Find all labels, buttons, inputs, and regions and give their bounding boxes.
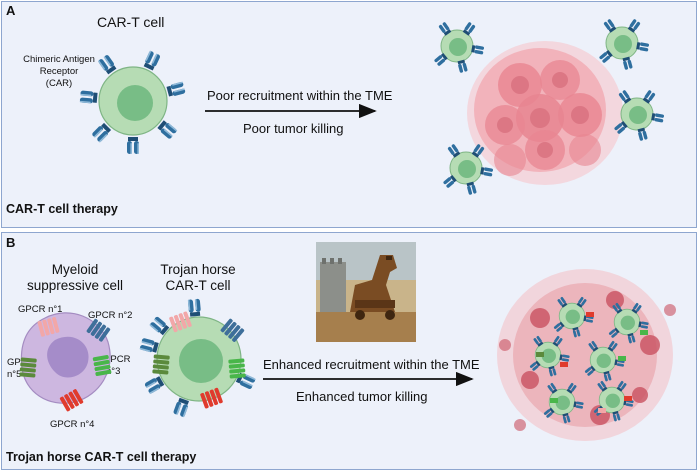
panel-b-title: Trojan horse CAR-T cell therapy [6,450,197,464]
panel-a-arrow-text-1: Poor recruitment within the TME [207,88,393,103]
gpcr-1-label: GPCR n°1 [18,304,63,315]
panel-b-label: B [6,235,16,250]
myeloid-cell [19,312,112,412]
tumor-mass [467,41,623,185]
car-t-cell-small [599,19,650,71]
gpcr-accents [536,312,648,413]
trojan-horse-image [316,242,416,342]
car-label-line-1: Chimeric Antigen [23,54,95,65]
gpcr-2-label: GPCR n°2 [88,310,133,321]
gpcr-5-label-line-2: n°5 [7,369,22,380]
car-label-line-3: (CAR) [45,78,73,89]
panel-a-title: CAR-T cell therapy [6,202,118,216]
myeloid-label-line-1: Myeloid [51,262,99,277]
car-label-line-2: Receptor [39,66,79,77]
gpcr-5-label-line-1: GPCR [7,357,35,368]
panel-a-arrow-text-2: Poor tumor killing [243,121,344,136]
myeloid-label-line-2: suppressive cell [26,278,124,293]
trojan-label-line-1: Trojan horse [160,262,236,277]
car-t-cell [79,50,186,154]
gpcr-3-label-line-2: n°3 [106,366,121,377]
panel-a-label: A [6,3,16,18]
trojan-car-t-cell [139,298,256,418]
car-t-cell-label: CAR-T cell [97,14,165,30]
gpcr-3-label-line-1: GPCR [103,354,131,365]
panel-b-arrow-text-1: Enhanced recruitment within the TME [263,357,480,372]
trojan-label-line-2: CAR-T cell [165,278,231,293]
car-t-cell-small [434,22,485,74]
gpcr-4-label: GPCR n°4 [50,419,95,430]
panel-b-arrow-text-2: Enhanced tumor killing [296,389,428,404]
infiltrated-tumor [497,269,676,441]
car-t-cell-small [614,90,665,142]
